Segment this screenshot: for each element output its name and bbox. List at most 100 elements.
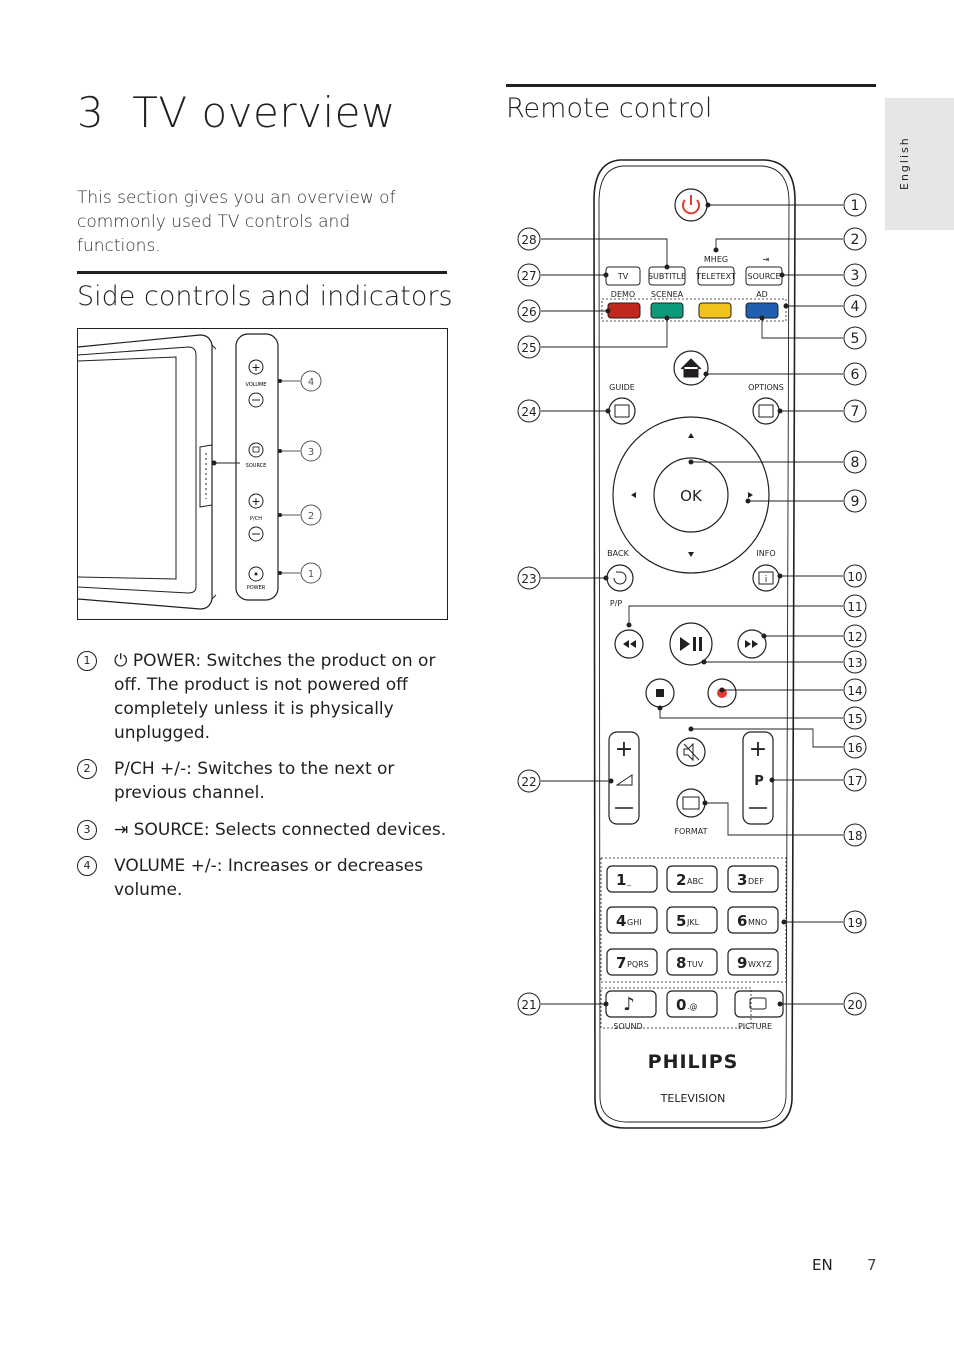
svg-text:+: +: [749, 737, 767, 762]
list-item-text: ⏻ POWER: Switches the product on or off.…: [114, 651, 436, 743]
svg-text:6: 6: [851, 367, 860, 383]
list-item-pch: 2 P/CH +/-: Switches to the next or prev…: [77, 757, 457, 805]
callout-19: 19: [843, 910, 867, 934]
numpad-letters: TUV: [686, 960, 704, 969]
callout-20: 20: [843, 992, 867, 1016]
side-callout-3: 3: [308, 447, 314, 458]
remote-label-sound: SOUND: [613, 1022, 642, 1031]
svg-text:24: 24: [521, 405, 536, 419]
list-marker: 3: [77, 820, 97, 840]
list-item-power: 1 ⏻ POWER: Switches the product on or of…: [77, 649, 457, 745]
numpad-letters: MNO: [748, 918, 767, 927]
callout-1: 1: [843, 193, 867, 217]
callout-14: 14: [843, 678, 867, 702]
numpad-digit: 8: [676, 954, 686, 972]
callout-2: 2: [843, 227, 867, 251]
svg-text:14: 14: [847, 684, 862, 698]
numpad-digit: 2: [676, 871, 686, 889]
numpad-letters: GHI: [627, 918, 642, 927]
callout-7: 7: [843, 399, 867, 423]
svg-text:22: 22: [521, 775, 536, 789]
remote-label-picture: PICTURE: [738, 1022, 772, 1031]
remote-label-ad: AD: [756, 290, 768, 299]
remote-button-tv: TV: [617, 272, 629, 281]
svg-text:8: 8: [851, 455, 860, 471]
callout-23: 23: [517, 566, 541, 590]
chapter-title: 3 TV overview: [77, 88, 396, 137]
remote-brand: PHILIPS: [648, 1051, 739, 1073]
svg-text:28: 28: [521, 233, 536, 247]
svg-text:4: 4: [851, 299, 860, 315]
callout-4: 4: [843, 294, 867, 318]
numpad-letters: PQRS: [627, 960, 649, 969]
svg-text:+: +: [251, 495, 260, 508]
svg-text:12: 12: [847, 630, 862, 644]
svg-text:16: 16: [847, 741, 862, 755]
side-callout-1: 1: [308, 569, 314, 580]
callout-3: 3: [843, 263, 867, 287]
list-marker: 4: [77, 856, 97, 876]
remote-label-format: FORMAT: [674, 827, 707, 836]
svg-text:10: 10: [847, 570, 862, 584]
numpad-letters: DEF: [748, 877, 764, 886]
red-key: [607, 302, 641, 319]
svg-text:♪: ♪: [623, 994, 635, 1015]
numpad-key-0: 0.@: [666, 990, 718, 1018]
svg-text:+: +: [251, 361, 260, 374]
numpad-letters: JKL: [686, 918, 700, 927]
callout-24: 24: [517, 399, 541, 423]
remote-control-heading: Remote control: [506, 93, 713, 124]
svg-text:17: 17: [847, 774, 862, 788]
callout-11: 11: [843, 594, 867, 618]
callout-27: 27: [517, 263, 541, 287]
svg-text:9: 9: [851, 494, 860, 510]
svg-text:5: 5: [851, 331, 860, 347]
list-item-text: VOLUME +/-: Increases or decreases volum…: [114, 856, 424, 900]
side-label-pch: P/CH: [250, 516, 262, 522]
remote-button-subtitle: SUBTITLE: [648, 272, 686, 281]
svg-text:25: 25: [521, 341, 536, 355]
callout-6: 6: [843, 362, 867, 386]
footer-language: EN: [812, 1256, 833, 1274]
svg-text:2: 2: [851, 232, 860, 248]
section-rule: [77, 271, 447, 274]
chapter-number: 3: [77, 88, 105, 137]
chapter-title-text: TV overview: [132, 88, 396, 137]
callout-18: 18: [843, 823, 867, 847]
side-controls-heading: Side controls and indicators: [77, 281, 453, 312]
svg-text:26: 26: [521, 305, 536, 319]
side-callout-2: 2: [308, 511, 314, 522]
remote-label-info: INFO: [756, 549, 775, 558]
side-controls-illustration: + VOLUME SOURCE + P/CH POWER 4 3 2 1: [77, 328, 448, 620]
callout-21: 21: [517, 992, 541, 1016]
callout-22: 22: [517, 769, 541, 793]
svg-text:7: 7: [851, 404, 860, 420]
svg-text:27: 27: [521, 269, 536, 283]
remote-television-label: TELEVISION: [660, 1092, 726, 1105]
numpad-digit: 9: [737, 954, 747, 972]
callout-26: 26: [517, 299, 541, 323]
remote-label-back: BACK: [607, 549, 629, 558]
callout-13: 13: [843, 650, 867, 674]
remote-label-mheg: MHEG: [704, 255, 728, 264]
numpad-digit: 0: [676, 996, 686, 1014]
list-marker: 1: [77, 651, 97, 671]
numpad-digit: 4: [616, 912, 626, 930]
numpad-letters: ABC: [687, 877, 704, 886]
remote-label-source-top: ⇥: [763, 255, 770, 264]
numpad-letters: .@: [687, 1002, 698, 1011]
callout-25: 25: [517, 335, 541, 359]
yellow-key: [698, 302, 732, 319]
remote-label-pp: P/P: [610, 599, 623, 608]
numpad-letters: WXYZ: [748, 960, 772, 969]
callout-12: 12: [843, 624, 867, 648]
side-label-power: POWER: [247, 585, 266, 591]
numpad-letters: _: [626, 877, 632, 886]
remote-button-ok: OK: [680, 487, 703, 505]
remote-label-p: P: [754, 774, 764, 789]
svg-text:19: 19: [847, 916, 862, 930]
